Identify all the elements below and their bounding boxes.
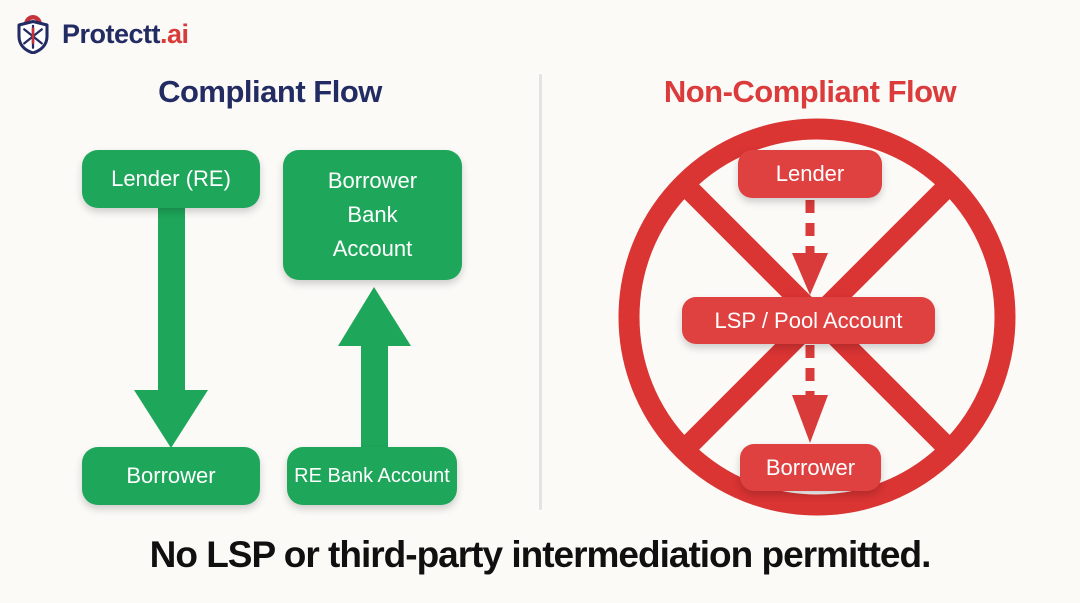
protectt-shield-icon (12, 10, 54, 59)
caption-text: No LSP or third-party intermediation per… (149, 534, 932, 575)
lender-box-noncompliant: Lender (738, 150, 882, 198)
non-compliant-flow-title: Non-Compliant Flow (663, 74, 957, 109)
borrower-bank-account-box: Borrower Bank Account (283, 150, 462, 280)
up-arrow-icon (338, 287, 411, 455)
compliant-flow-title: Compliant Flow (158, 74, 382, 109)
protectt-logo: Protectt.ai (12, 10, 189, 59)
logo-wordmark: Protectt.ai (62, 19, 189, 50)
borrower-box: Borrower (82, 447, 260, 505)
down-arrow-icon (134, 196, 208, 448)
lsp-pool-account-box: LSP / Pool Account (682, 297, 935, 344)
section-divider (539, 74, 542, 510)
logo-suffix: .ai (160, 19, 189, 49)
logo-brand: Protectt (62, 19, 161, 49)
re-bank-account-box: RE Bank Account (287, 447, 457, 505)
borrower-box-noncompliant: Borrower (740, 444, 881, 491)
lender-re-box: Lender (RE) (82, 150, 260, 208)
